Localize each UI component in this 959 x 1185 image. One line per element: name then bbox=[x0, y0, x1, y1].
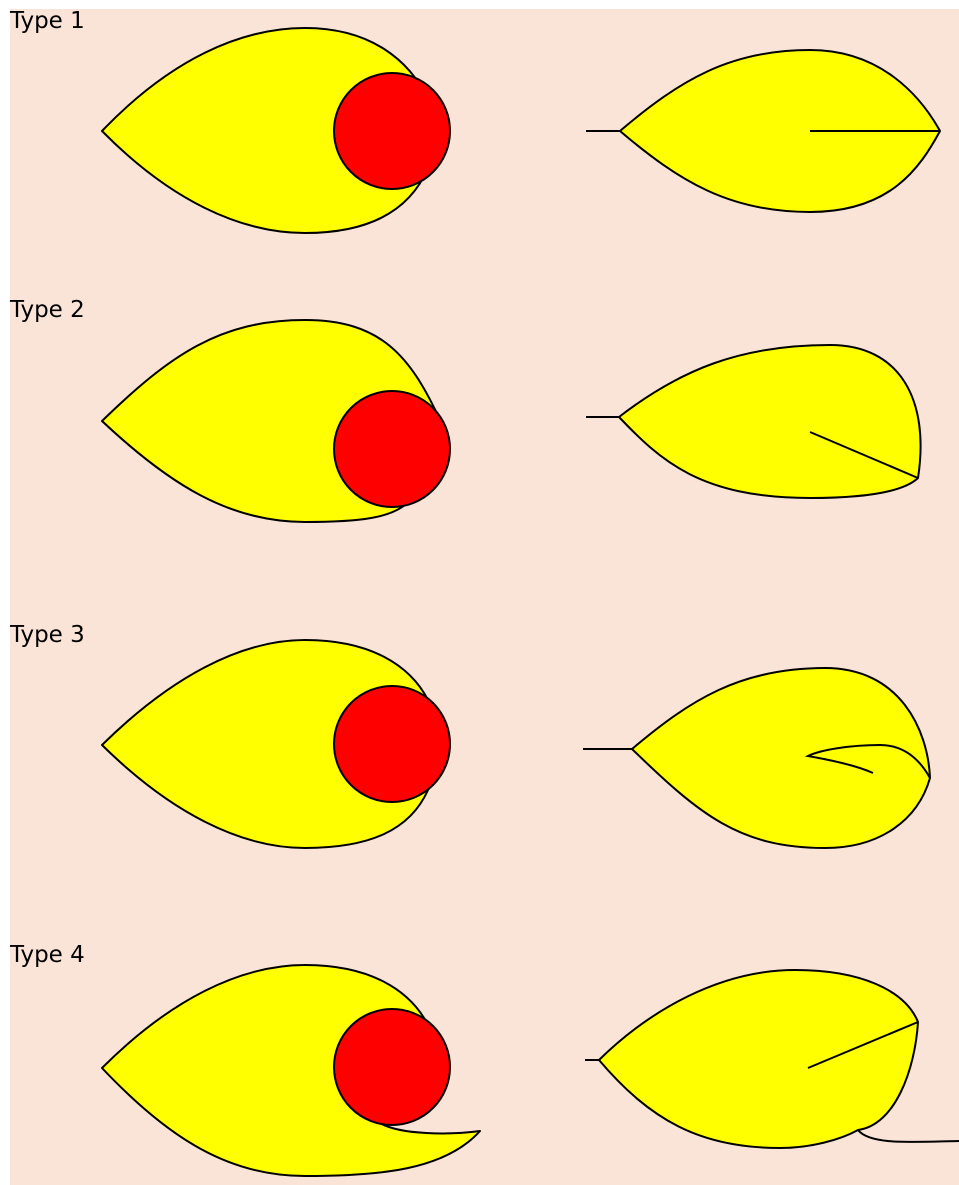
type-2-right-figure bbox=[586, 345, 921, 498]
type-2-left-circle bbox=[334, 391, 450, 507]
type-4-right-figure bbox=[585, 970, 959, 1148]
type-3-right-leaf bbox=[632, 668, 930, 848]
type-4-left-circle bbox=[334, 1009, 450, 1125]
type-3-left-circle bbox=[334, 686, 450, 802]
type-1-left-figure bbox=[102, 28, 450, 233]
type-4-left-figure bbox=[102, 965, 480, 1176]
type-4-right-leaf bbox=[599, 970, 918, 1148]
type-1-left-circle bbox=[334, 73, 450, 189]
type-4-right-tendril bbox=[858, 1130, 959, 1142]
type-3-right-figure bbox=[583, 668, 930, 848]
type-2-left-figure bbox=[102, 320, 450, 522]
type-2-right-leaf bbox=[619, 345, 921, 498]
type-3-left-figure bbox=[102, 640, 450, 848]
type-1-right-figure bbox=[586, 50, 940, 212]
